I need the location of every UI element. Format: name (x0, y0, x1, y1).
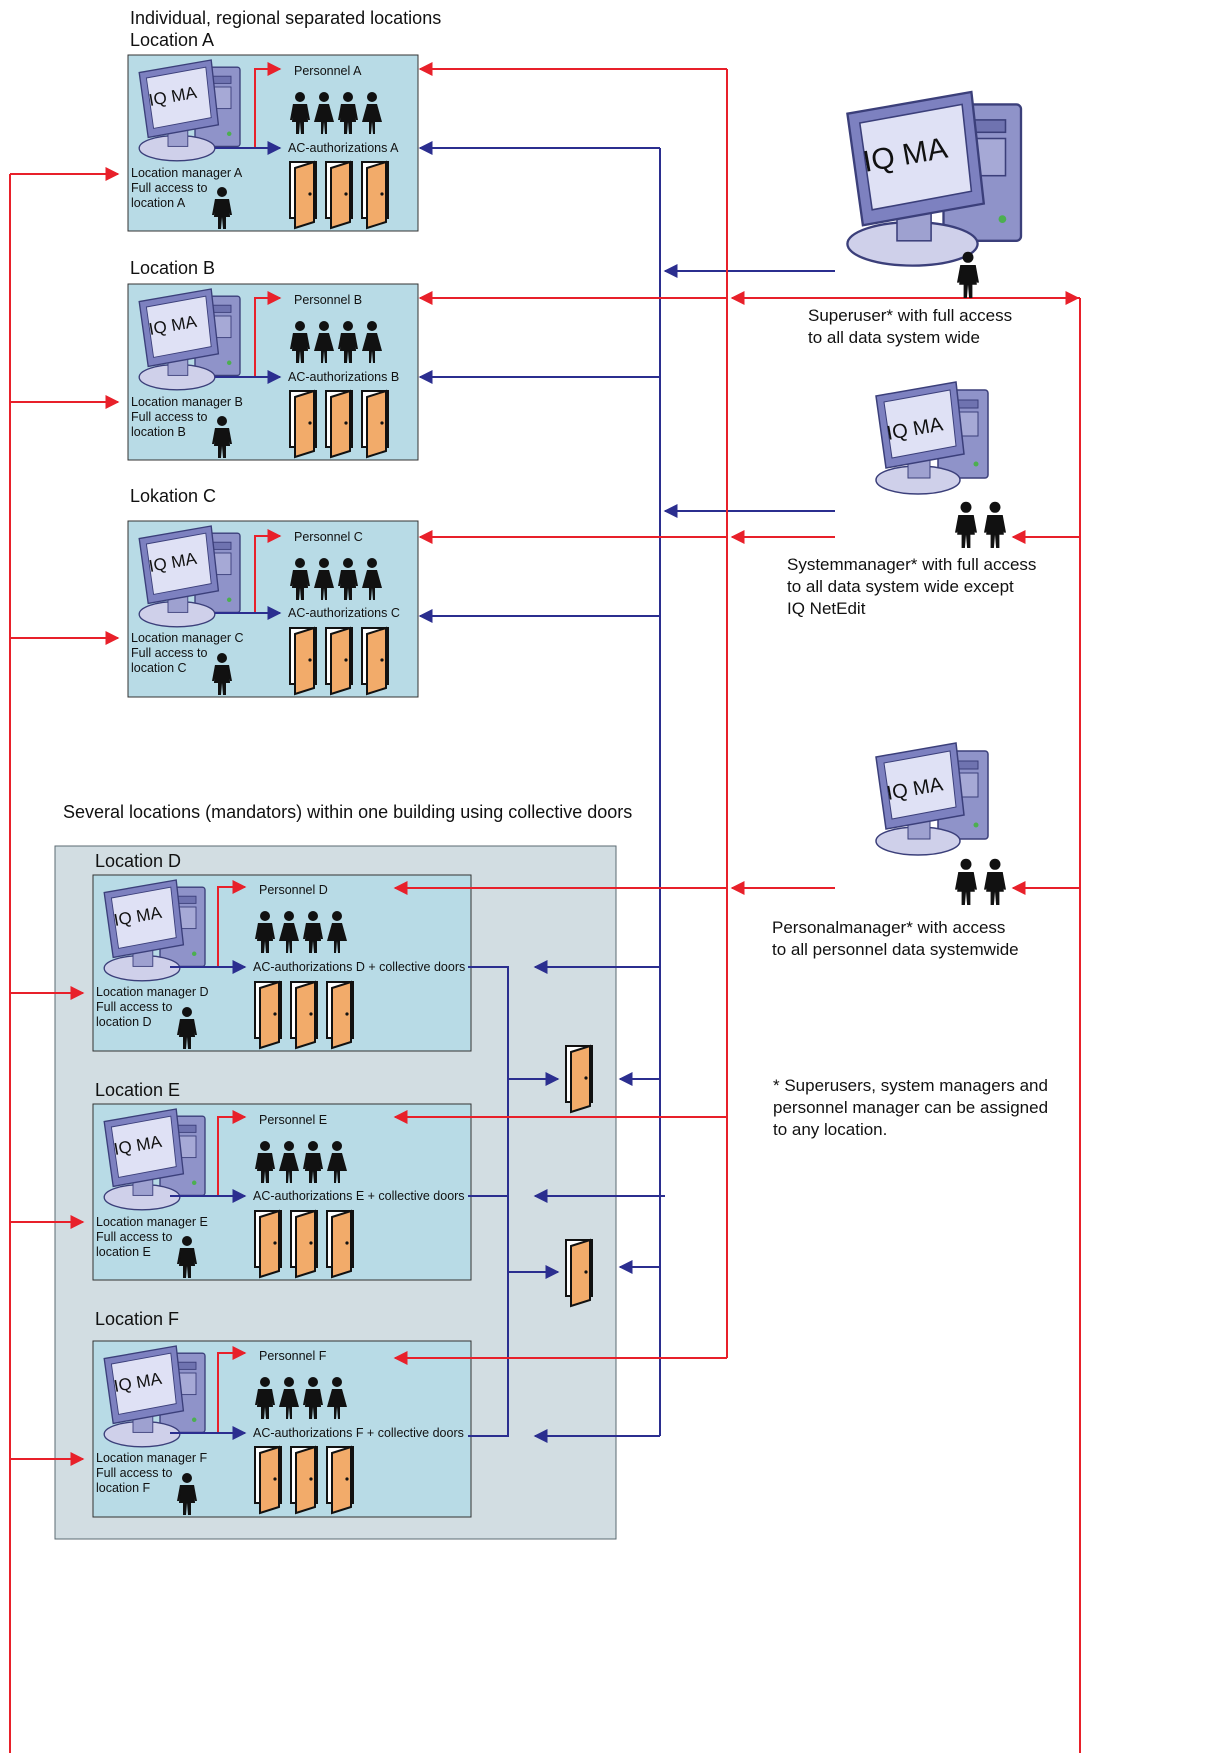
systemmanager-person-2-icon (984, 501, 1006, 548)
location-b-manager-line2: Full access to (131, 410, 207, 424)
location-c-title: Lokation C (130, 486, 216, 506)
location-a-manager-line3: location A (131, 196, 186, 210)
internal-arrows (170, 62, 282, 1440)
footnote-line3: to any location. (773, 1120, 887, 1139)
superuser-line2: to all data system wide (808, 328, 980, 347)
location-d-auth: AC-authorizations D + collective doors (253, 960, 465, 974)
footnote-line1: * Superusers, system managers and (773, 1076, 1048, 1095)
location-e-auth: AC-authorizations E + collective doors (253, 1189, 465, 1203)
location-b-personnel: Personnel B (294, 293, 362, 307)
location-f-personnel: Personnel F (259, 1349, 327, 1363)
heading-individual: Individual, regional separated locations (130, 8, 441, 28)
collective-door-1-icon (565, 1045, 593, 1113)
location-a-title: Location A (130, 30, 214, 50)
superuser-computer-icon (846, 90, 1023, 267)
location-c-auth: AC-authorizations C (288, 606, 400, 620)
location-a-doors-icon (290, 162, 388, 228)
location-f-auth: AC-authorizations F + collective doors (253, 1426, 464, 1440)
red-left-trunk (9, 167, 120, 1753)
red-personnel-trunk (393, 62, 1080, 1365)
location-a-manager-line2: Full access to (131, 181, 207, 195)
location-f-computer-icon (103, 1345, 206, 1448)
location-e-manager-line3: location E (96, 1245, 151, 1259)
location-b-doors-icon (290, 391, 388, 457)
location-a-computer-icon (138, 59, 241, 162)
location-f-manager-line3: location F (96, 1481, 151, 1495)
location-d-title: Location D (95, 851, 181, 871)
location-f-doors-icon (255, 1447, 353, 1513)
location-c-manager-line3: location C (131, 661, 187, 675)
location-d-manager-line2: Full access to (96, 1000, 172, 1014)
location-c-manager-line1: Location manager C (131, 631, 244, 645)
location-a-personnel: Personnel A (294, 64, 362, 78)
personalmanager-line1: Personalmanager* with access (772, 918, 1005, 937)
location-f-manager-line1: Location manager F (96, 1451, 208, 1465)
location-e-manager-line2: Full access to (96, 1230, 172, 1244)
systemmanager-line2: to all data system wide except (787, 577, 1014, 596)
heading-several: Several locations (mandators) within one… (63, 802, 632, 822)
personalmanager-person-2-icon (984, 858, 1006, 905)
red-right-trunk (960, 291, 1081, 1753)
location-b-manager-line3: location B (131, 425, 186, 439)
superuser-line1: Superuser* with full access (808, 306, 1012, 325)
location-f-manager-line2: Full access to (96, 1466, 172, 1480)
location-a-manager-line1: Location manager A (131, 166, 243, 180)
location-e-personnel: Personnel E (259, 1113, 327, 1127)
location-d-doors-icon (255, 982, 353, 1048)
location-b-computer-icon (138, 288, 241, 391)
location-e-computer-icon (103, 1108, 206, 1211)
collective-door-connectors (468, 966, 560, 1437)
location-c-manager-line2: Full access to (131, 646, 207, 660)
location-d-manager-line3: location D (96, 1015, 152, 1029)
location-b-auth: AC-authorizations B (288, 370, 399, 384)
personalmanager-people-icon (955, 858, 977, 905)
location-a-auth: AC-authorizations A (288, 141, 399, 155)
location-b-title: Location B (130, 258, 215, 278)
location-c-computer-icon (138, 525, 241, 628)
systemmanager-people-icon (955, 501, 977, 548)
location-d-computer-icon (103, 879, 206, 982)
personalmanager-line2: to all personnel data systemwide (772, 940, 1019, 959)
footnote-line2: personnel manager can be assigned (773, 1098, 1048, 1117)
location-e-title: Location E (95, 1080, 180, 1100)
location-d-personnel: Personnel D (259, 883, 328, 897)
location-e-doors-icon (255, 1211, 353, 1277)
systemmanager-line3: IQ NetEdit (787, 599, 866, 618)
location-c-personnel: Personnel C (294, 530, 363, 544)
blue-authorization-trunk (418, 141, 835, 1443)
location-d-manager-line1: Location manager D (96, 985, 209, 999)
collective-door-2-icon (565, 1239, 593, 1307)
location-b-manager-line1: Location manager B (131, 395, 243, 409)
location-f-title: Location F (95, 1309, 179, 1329)
location-e-manager-line1: Location manager E (96, 1215, 208, 1229)
location-c-doors-icon (290, 628, 388, 694)
systemmanager-line1: Systemmanager* with full access (787, 555, 1036, 574)
